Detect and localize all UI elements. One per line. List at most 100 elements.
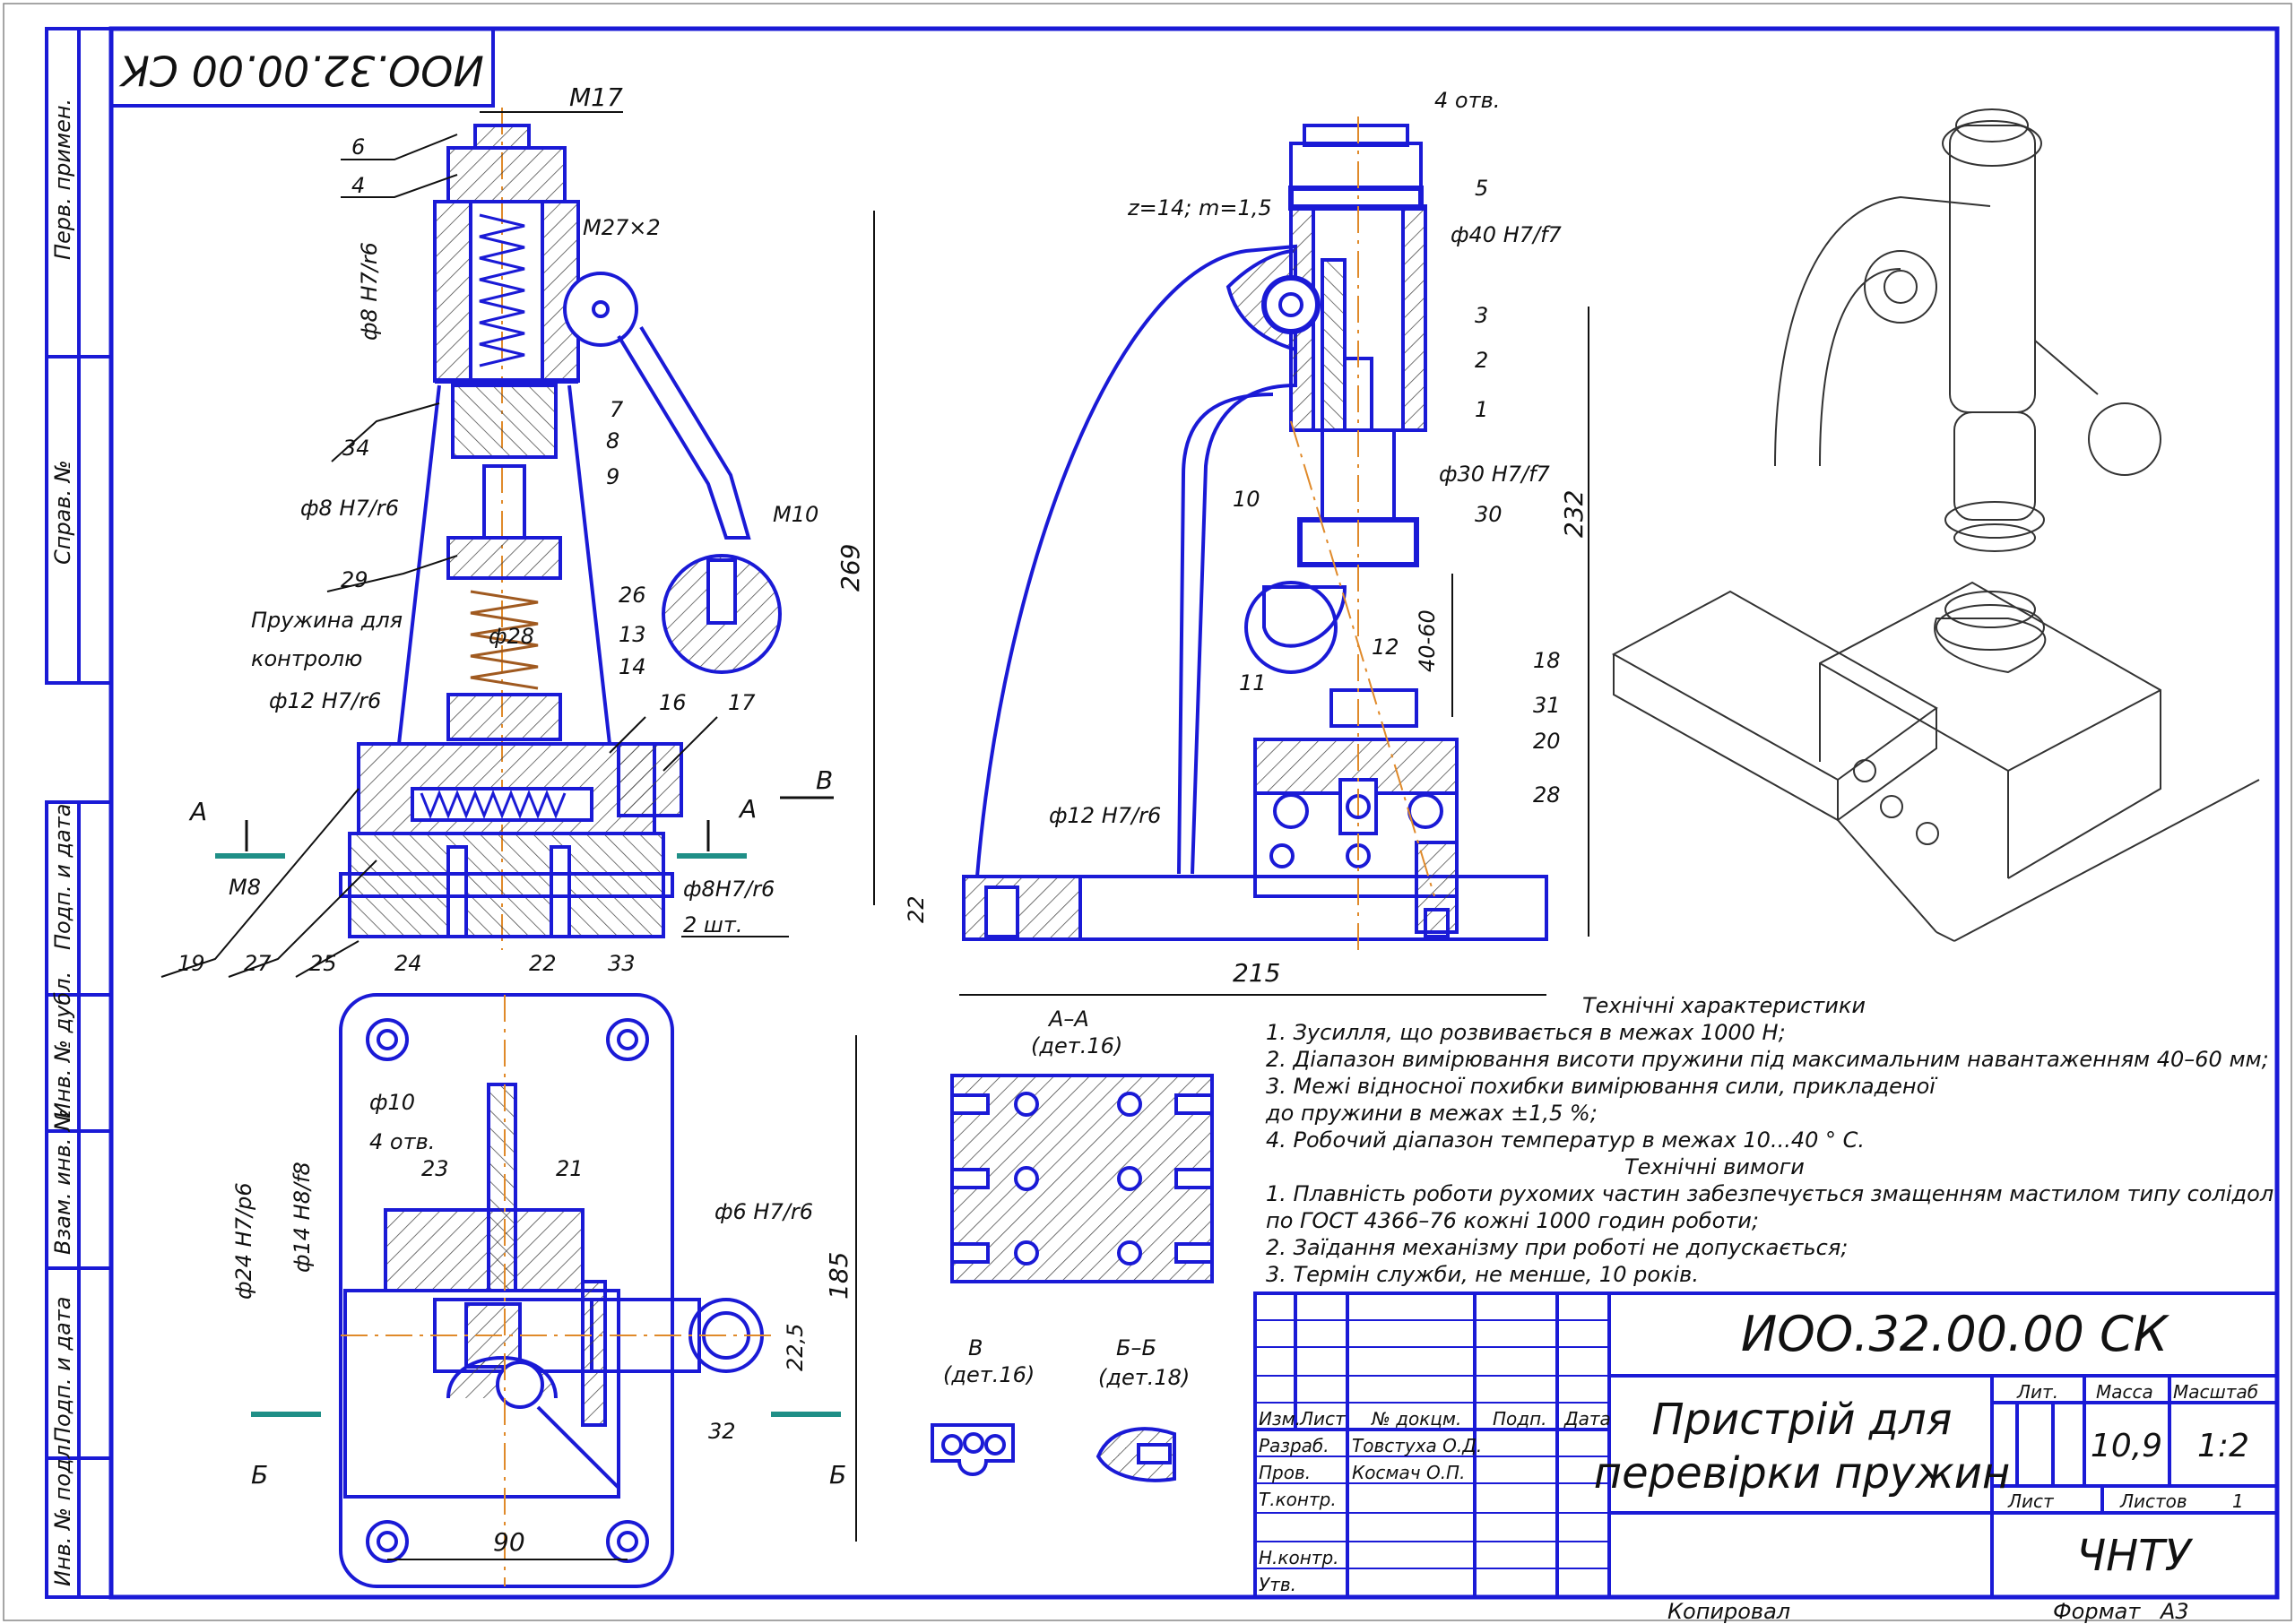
dim-m10: M10: [773, 502, 818, 527]
section-b-title: В: [968, 1335, 983, 1361]
balloons-left: 6 4 7 8 9 34 29 26 13 14 16 17 19 27 25 …: [178, 134, 756, 976]
dim-40-60: 40-60: [1415, 609, 1440, 672]
dim-d14: ф14 H8/f8: [290, 1162, 315, 1273]
side-label: Подп. и дата: [50, 804, 75, 951]
row-nkontr: Н.контр.: [1259, 1547, 1339, 1568]
title-name-1: Пристрій для: [1651, 1395, 1952, 1445]
spring-label-1: Пружина для: [251, 608, 403, 633]
dim-4-holes-plan: 4 отв.: [369, 1129, 435, 1154]
balloon: 1: [1475, 397, 1488, 422]
balloon: 13: [619, 622, 646, 647]
balloon: 30: [1475, 502, 1503, 527]
balloon: 29: [341, 567, 368, 592]
tech-char-line: 4. Робочий діапазон температур в межах 1…: [1266, 1127, 1865, 1153]
balloon: 5: [1475, 176, 1488, 201]
row-tkontr: Т.контр.: [1259, 1489, 1337, 1510]
format-value: А3: [2159, 1599, 2189, 1624]
section-aa-sub: (дет.16): [1031, 1033, 1122, 1058]
dim-d8-h7r6-vertical: ф8 H7/r6: [357, 242, 382, 341]
tech-char-title: Технічні характеристики: [1582, 993, 1866, 1018]
outer-border: [3, 3, 2292, 1621]
side-label: Подп. и дата: [50, 1297, 75, 1444]
dim-232: 232: [1559, 490, 1589, 538]
row-razrab-name: Товстуха О.Д.: [1352, 1435, 1482, 1456]
plan-view: [339, 993, 771, 1588]
dim-22: 22: [904, 895, 929, 923]
tech-char-line: 2. Діапазон вимірювання висоти пружини п…: [1266, 1047, 2269, 1072]
dim-2pcs: 2 шт.: [683, 912, 742, 937]
dim-m8: M8: [229, 875, 261, 900]
dim-d28: ф28: [489, 624, 534, 649]
balloon: 14: [619, 654, 646, 679]
dim-22-5: 22,5: [783, 1324, 808, 1371]
balloon: 31: [1533, 693, 1561, 718]
title-name-2: перевірки пружин: [1594, 1448, 2011, 1499]
side-label: Справ. №: [50, 460, 75, 565]
dim-d12-center: ф12 H7/r6: [1049, 803, 1161, 828]
title-block: [1253, 1291, 2279, 1599]
drawing-code-rotated: ИОО.32.00.00 СК: [118, 47, 484, 95]
tech-req-line: 3. Термін служби, не менше, 10 років.: [1266, 1262, 1699, 1287]
section-b-right: Б: [829, 1460, 846, 1490]
tech-requirements: Технічні вимоги 1. Плавність роботи рухо…: [1266, 1154, 2273, 1287]
section-b-sub: (дет.16): [943, 1362, 1035, 1387]
tech-char-line: 3. Межі відносної похибки вимірювання си…: [1266, 1074, 1938, 1099]
balloon: 28: [1533, 782, 1561, 808]
section-bb-title: Б–Б: [1116, 1335, 1156, 1361]
leader-lines-left: [160, 134, 718, 978]
balloon: 6: [351, 134, 365, 160]
dim-269: 269: [836, 544, 865, 592]
balloon: 3: [1475, 303, 1488, 328]
balloon: 17: [728, 690, 756, 715]
balloon: 21: [556, 1156, 584, 1181]
dim-m27x2: M27×2: [583, 215, 661, 240]
section-aa-title: А–А: [1047, 1006, 1089, 1032]
row-prov: Пров.: [1259, 1462, 1311, 1483]
balloon: 26: [619, 583, 646, 608]
list-label: Лист: [2007, 1490, 2055, 1512]
left-view: [339, 108, 782, 950]
section-b: [931, 1423, 1015, 1476]
balloon: 24: [394, 951, 422, 976]
lit-label: Лит.: [2016, 1381, 2058, 1403]
side-label: Взам. инв. №: [50, 1109, 75, 1255]
balloon: 10: [1233, 487, 1260, 512]
dim-d8-h7r6: ф8 H7/r6: [300, 496, 399, 521]
balloon: 23: [421, 1156, 449, 1181]
isometric-view: [1611, 108, 2260, 942]
balloon: 9: [606, 464, 619, 489]
dim-d24: ф24 H7/p6: [231, 1182, 256, 1300]
hdr-list: Лист: [1299, 1408, 1347, 1430]
spring-label-2: контролю: [251, 646, 362, 671]
title-code: ИОО.32.00.00 СК: [1741, 1306, 2170, 1362]
hdr-date: Дата: [1563, 1408, 1611, 1430]
code-box: [109, 27, 495, 108]
dim-gear: z=14; m=1,5: [1127, 195, 1272, 220]
organization: ЧНТУ: [2076, 1531, 2193, 1581]
balloon: 33: [608, 951, 636, 976]
dim-215: 215: [1233, 958, 1280, 988]
row-utv: Утв.: [1259, 1574, 1296, 1595]
side-label: Перв. примен.: [50, 99, 75, 260]
dim-m17: M17: [569, 82, 623, 112]
balloon: 8: [606, 428, 619, 454]
dim-d12: ф12 H7/r6: [269, 688, 381, 713]
balloons-center: 5 3 2 1 10 30 11 12 18 31 20 28: [1233, 176, 1561, 808]
side-label: Инв. № дубл.: [50, 972, 75, 1119]
balloon: 7: [610, 397, 624, 422]
side-strip: [45, 27, 113, 1599]
dim-d30: ф30 H7/f7: [1439, 462, 1551, 487]
tech-req-line: 2. Заїдання механізму при роботі не допу…: [1266, 1235, 1848, 1260]
dim-90: 90: [493, 1527, 525, 1557]
listov-value: 1: [2232, 1490, 2244, 1512]
tech-characteristics: Технічні характеристики 1. Зусилля, що р…: [1265, 993, 2269, 1153]
section-aa: [950, 1074, 1214, 1283]
masshtab-label: Масштаб: [2173, 1381, 2258, 1403]
hdr-izm: Изм.: [1259, 1408, 1301, 1430]
tech-req-line: 1. Плавність роботи рухомих частин забез…: [1266, 1181, 2273, 1206]
row-razrab: Разраб.: [1259, 1435, 1329, 1456]
balloon: 4: [351, 173, 365, 198]
balloon: 12: [1372, 635, 1399, 660]
massa-label: Масса: [2096, 1381, 2153, 1403]
